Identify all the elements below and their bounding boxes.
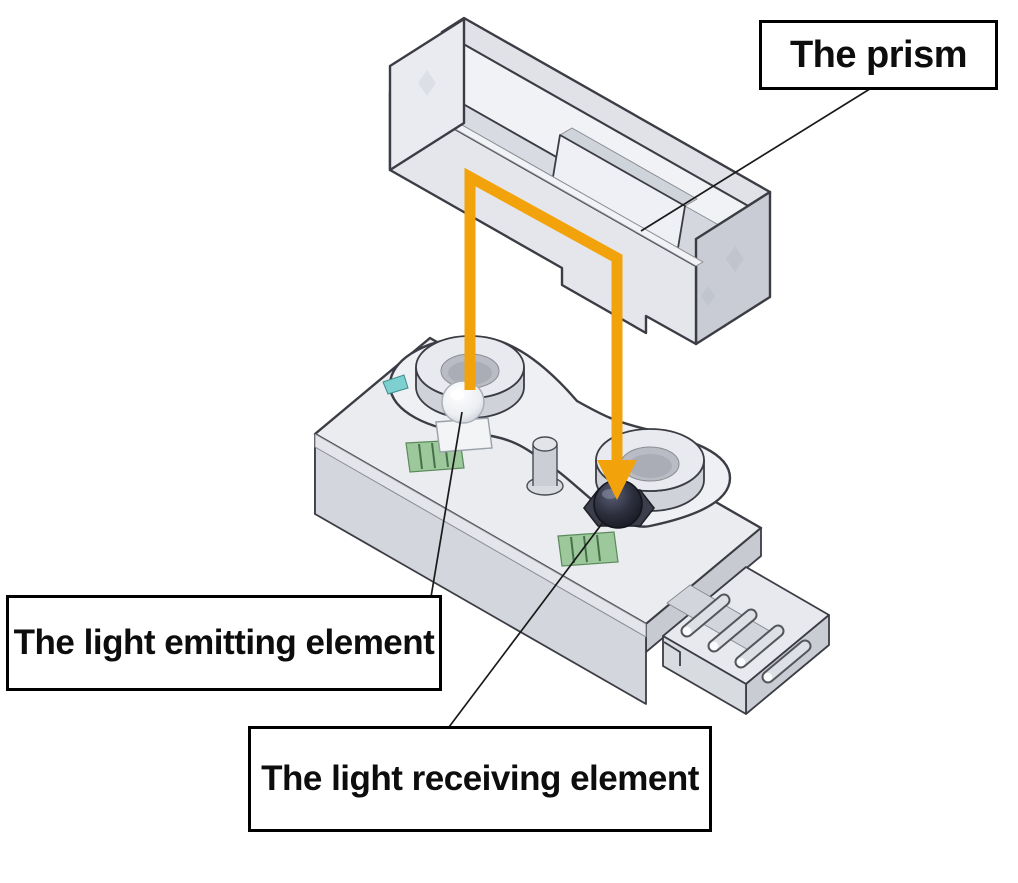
pcb-trace <box>596 534 601 562</box>
pcb-trace <box>418 443 423 470</box>
connector-front-face <box>662 635 747 715</box>
connector-pin <box>707 608 758 653</box>
receiver-label: The light receiving element <box>248 726 712 832</box>
prism-left-end-cap <box>388 17 466 172</box>
light-path-arrowhead-icon <box>597 460 637 500</box>
pcb-trace <box>583 535 588 563</box>
leader-line-prism <box>640 86 874 232</box>
connector-pin <box>761 639 812 684</box>
prism-label: The prism <box>759 20 998 90</box>
emitter-dome <box>441 380 485 424</box>
leader-line-receiver <box>448 520 605 728</box>
emitter-label-text: The light emitting element <box>13 623 435 662</box>
post-top <box>532 436 558 452</box>
body-front-chamfer <box>314 433 647 638</box>
sensor-body <box>313 335 830 715</box>
surface-artifact <box>701 286 715 306</box>
prism-part <box>388 16 772 346</box>
pcb-trace <box>570 536 575 564</box>
center-post <box>526 436 564 496</box>
light-emitting-element <box>405 380 493 473</box>
receiver-pcb <box>557 531 619 567</box>
emitter-dome-highlight <box>450 390 464 400</box>
surface-artifact <box>418 70 436 96</box>
connector-pin <box>734 624 785 669</box>
emitter-label: The light emitting element <box>6 595 442 691</box>
pcb-trace <box>431 442 436 469</box>
connector-pins <box>680 593 812 684</box>
leader-line-emitter <box>430 411 463 598</box>
light-path-line <box>464 167 623 468</box>
surface-artifact <box>726 246 744 272</box>
connector-block <box>662 566 830 715</box>
teal-gasket-detail <box>382 374 409 395</box>
light-receiving-element <box>557 479 656 567</box>
light-path <box>464 167 637 500</box>
connector-notch <box>663 641 681 666</box>
receiver-boss-hole-inner <box>628 454 672 478</box>
prism-label-text: The prism <box>789 33 968 76</box>
receiver-label-text: The light receiving element <box>261 759 699 798</box>
connector-pin <box>680 593 731 638</box>
